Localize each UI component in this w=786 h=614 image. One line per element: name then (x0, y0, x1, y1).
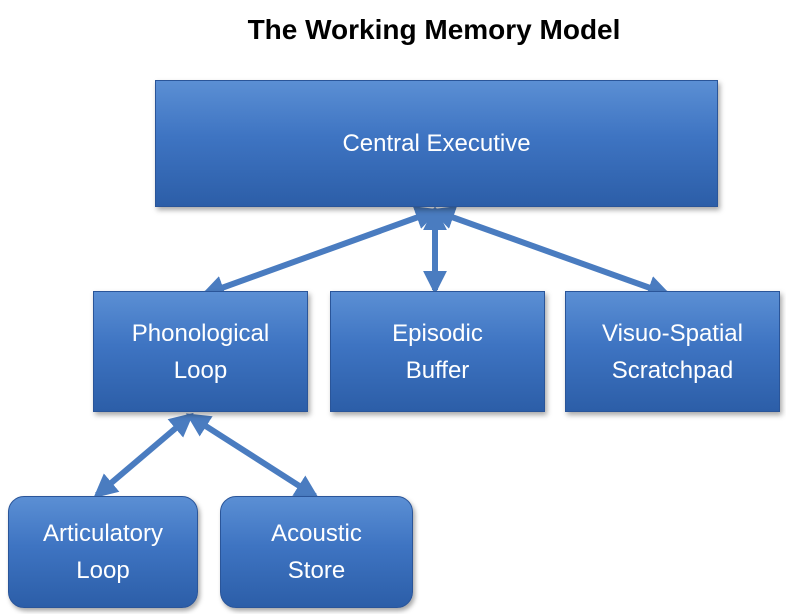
episodic-buffer-box: Episodic Buffer (330, 291, 545, 412)
phonological-loop-box: Phonological Loop (93, 291, 308, 412)
visuo-spatial-box: Visuo-Spatial Scratchpad (565, 291, 780, 412)
arrow-executive-visuospatial (430, 206, 672, 299)
central-executive-label: Central Executive (342, 130, 531, 157)
diagram-title: The Working Memory Model (247, 14, 621, 45)
arrow-phonological-articulatory (93, 412, 194, 499)
arrow-executive-phonological (200, 206, 440, 299)
central-executive-box: Central Executive (155, 80, 718, 207)
articulatory-loop-label: Articulatory Loop (42, 520, 164, 584)
phonological-loop-label: Phonological Loop (131, 319, 270, 384)
acoustic-store-box: Acoustic Store (220, 496, 413, 608)
visuo-spatial-label: Visuo-Spatial Scratchpad (602, 319, 743, 384)
arrow-phonological-acoustic (185, 413, 320, 499)
episodic-buffer-label: Episodic Buffer (392, 319, 483, 384)
articulatory-loop-box: Articulatory Loop (8, 496, 198, 608)
acoustic-store-label: Acoustic Store (271, 520, 362, 584)
